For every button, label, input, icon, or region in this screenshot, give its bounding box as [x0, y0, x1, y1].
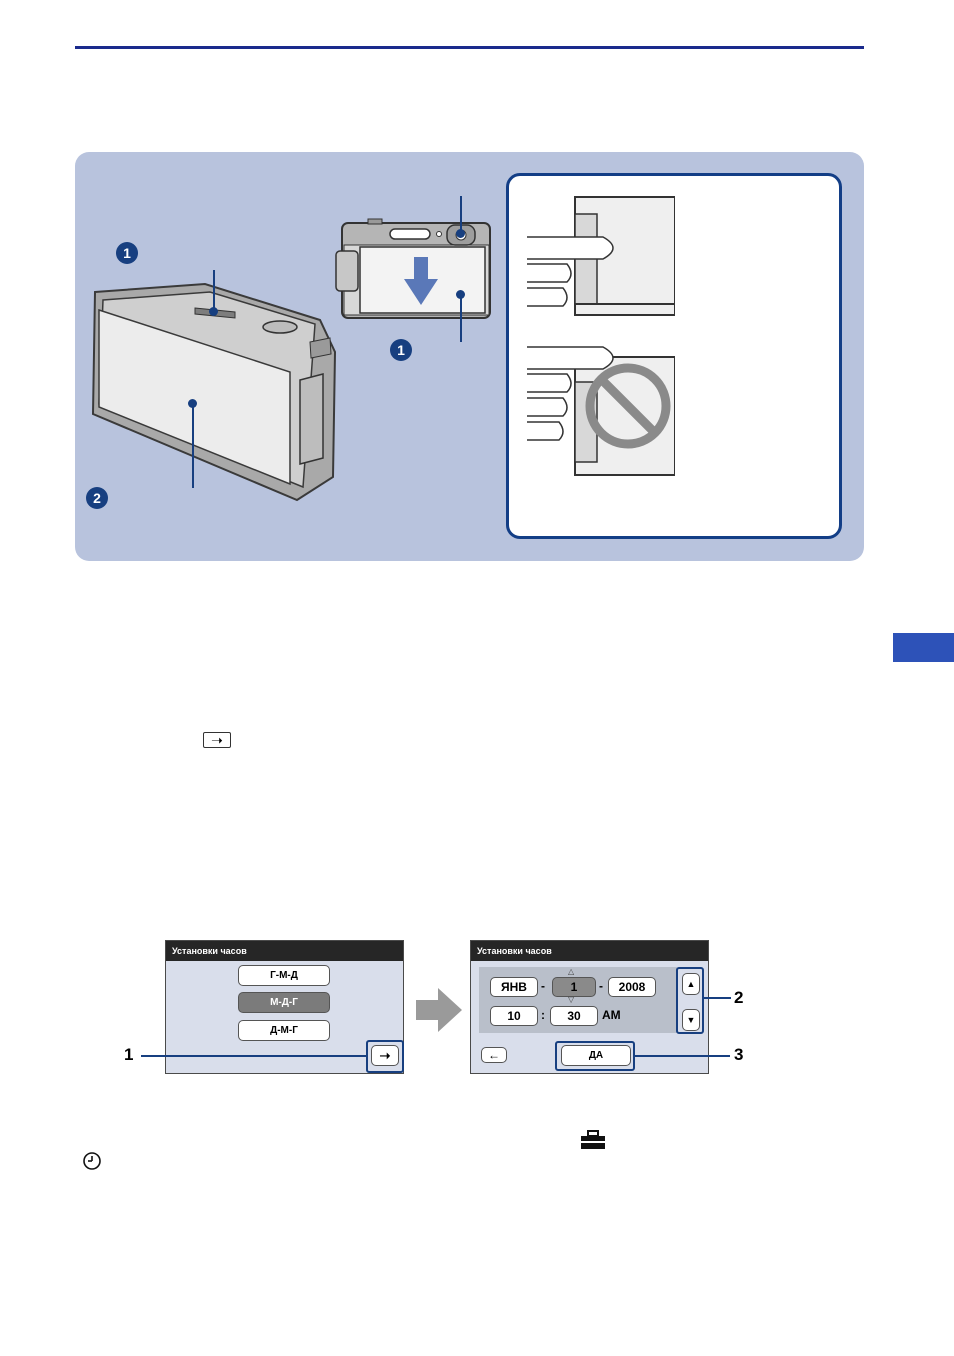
- date-separator: -: [541, 979, 545, 993]
- leader-dot: [188, 399, 197, 408]
- callout-2: 2: [734, 988, 743, 1008]
- highlight-arrows: [676, 967, 704, 1034]
- highlight-ok: [555, 1041, 635, 1071]
- step-badge-1: 1: [116, 242, 138, 264]
- leader-dot: [456, 229, 465, 238]
- section-tab: [893, 633, 954, 662]
- prohibited-icon: [584, 362, 672, 450]
- hour-field[interactable]: 10: [490, 1006, 538, 1026]
- back-button[interactable]: ←: [481, 1047, 507, 1063]
- date-separator: -: [599, 979, 603, 993]
- up-caret-icon: △: [568, 967, 574, 976]
- step-badge-2: 2: [86, 487, 108, 509]
- day-field[interactable]: 1: [552, 977, 596, 997]
- callout-line-2: [703, 997, 731, 999]
- step-badge-1b: 1: [390, 339, 412, 361]
- format-option-ymd[interactable]: Г-М-Д: [238, 965, 330, 986]
- header-rule: [75, 46, 864, 49]
- callout-line-1: [141, 1055, 367, 1057]
- callout-3: 3: [734, 1045, 743, 1065]
- screen-title: Установки часов: [471, 941, 708, 961]
- callout-line-3: [634, 1055, 730, 1057]
- toolbox-icon: [580, 1130, 606, 1150]
- ampm-label: AM: [602, 1008, 621, 1022]
- format-option-dmy[interactable]: Д-М-Г: [238, 1020, 330, 1041]
- camera-illustration: [85, 262, 345, 507]
- leader-line: [192, 404, 194, 488]
- leader-dot: [209, 307, 218, 316]
- next-arrow-icon: ➝: [203, 732, 231, 748]
- time-separator: :: [541, 1008, 545, 1022]
- format-option-mdy[interactable]: М-Д-Г: [238, 992, 330, 1013]
- year-field[interactable]: 2008: [608, 977, 656, 997]
- clock-icon: [82, 1151, 102, 1171]
- next-step-arrow: [416, 988, 464, 1032]
- callout-1: 1: [124, 1045, 133, 1065]
- minute-field[interactable]: 30: [550, 1006, 598, 1026]
- leader-line: [213, 270, 215, 312]
- camera-top-illustration: [330, 217, 495, 322]
- highlight-next: [366, 1040, 404, 1073]
- month-field[interactable]: ЯНВ: [490, 977, 538, 997]
- down-caret-icon: ▽: [568, 995, 574, 1004]
- screen-title: Установки часов: [166, 941, 403, 961]
- leader-line: [460, 296, 462, 342]
- leader-dot: [456, 290, 465, 299]
